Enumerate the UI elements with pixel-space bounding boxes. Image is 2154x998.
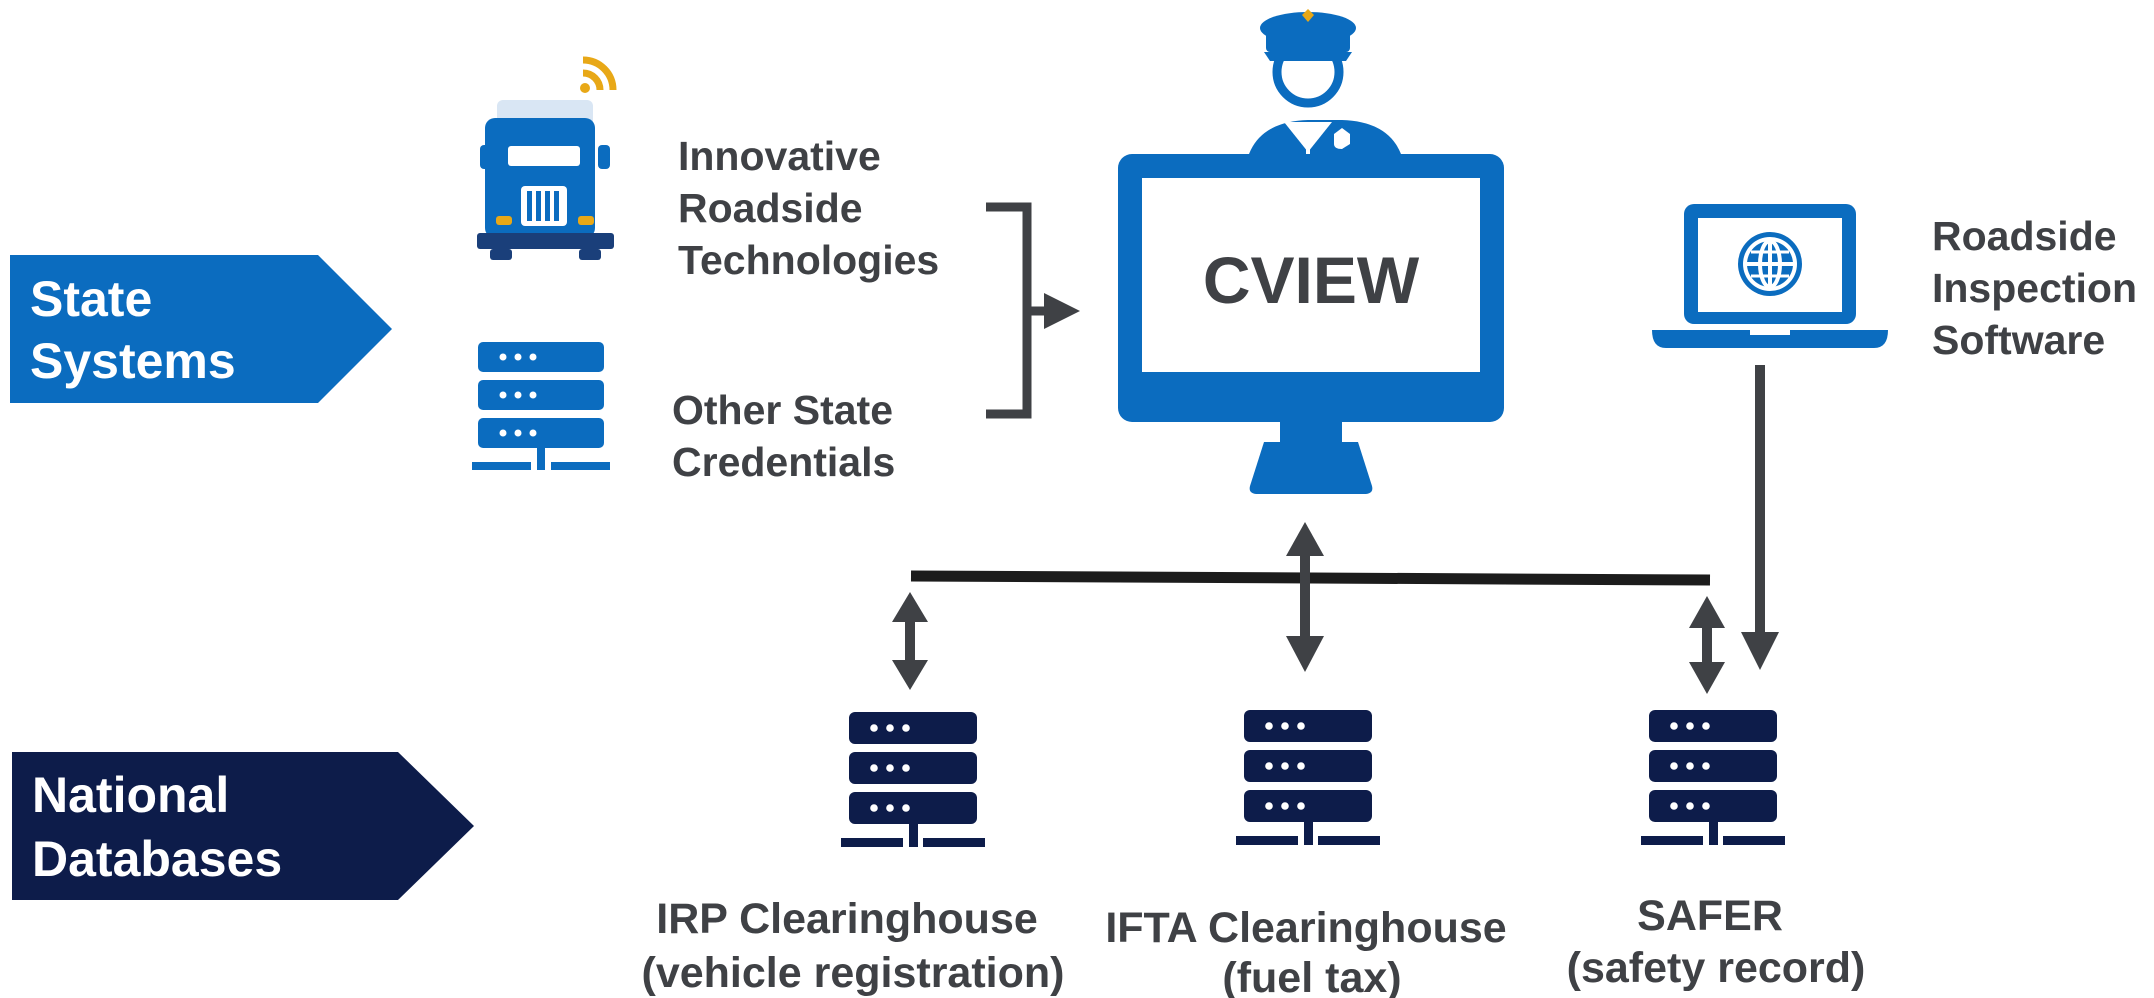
cview-label: CVIEW (1203, 243, 1420, 317)
roadside-inspection-software-label: Roadside Inspection Software (1932, 213, 2148, 363)
other-state-credentials-label: Other State Credentials (672, 387, 904, 485)
national-databases-banner: National Databases (12, 752, 474, 900)
arrow-to-cview-icon (1044, 293, 1080, 329)
laptop-globe-icon (1652, 204, 1888, 348)
ifta-server-icon (1236, 710, 1380, 845)
server-icon (472, 342, 610, 470)
safer-double-arrow-icon (1689, 596, 1725, 694)
truck-icon (477, 56, 617, 260)
inputs-bracket-connector (986, 202, 1080, 419)
cview-double-arrow-icon (1286, 522, 1324, 672)
state-systems-banner: State Systems (10, 255, 392, 403)
safer-server-icon (1641, 710, 1785, 845)
database-connectors (892, 365, 1779, 694)
horizontal-bus-line (910, 570, 1711, 586)
irp-double-arrow-icon (892, 592, 928, 690)
irp-server-icon (841, 712, 985, 847)
monitor-icon: CVIEW (1118, 154, 1504, 494)
laptop-down-arrow-icon (1741, 365, 1779, 670)
safer-label: SAFER (safety record) (1567, 892, 1866, 992)
national-databases-label: National Databases (32, 767, 282, 887)
state-systems-label: State Systems (30, 271, 236, 389)
innovative-roadside-technologies-label: Innovative Roadside Technologies (678, 133, 939, 283)
irp-clearinghouse-label: IRP Clearinghouse (vehicle registration) (642, 895, 1065, 997)
ifta-clearinghouse-label: IFTA Clearinghouse (fuel tax) (1105, 904, 1518, 998)
